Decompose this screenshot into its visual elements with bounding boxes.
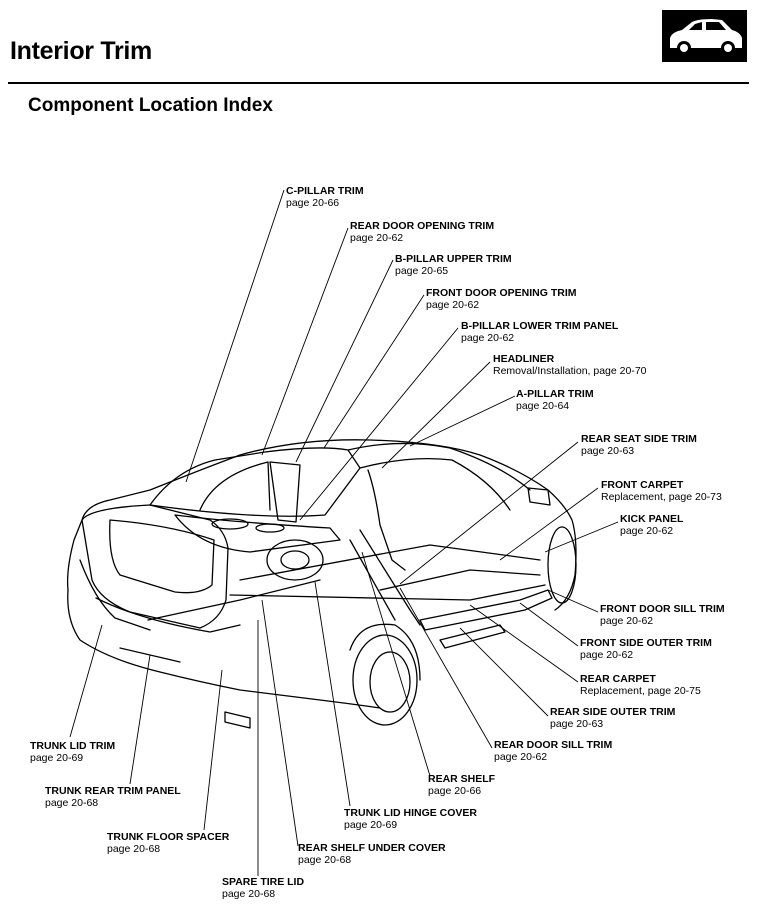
callout-name: KICK PANEL bbox=[620, 513, 684, 525]
callout-rear-door-sill-trim: REAR DOOR SILL TRIM page 20-62 bbox=[494, 739, 612, 763]
callout-headliner: HEADLINER Removal/Installation, page 20-… bbox=[493, 353, 647, 377]
callout-kick-panel: KICK PANEL page 20-62 bbox=[620, 513, 683, 537]
callout-name: REAR CARPET bbox=[580, 673, 656, 685]
callout-name: REAR DOOR OPENING TRIM bbox=[350, 220, 495, 232]
callout-name: REAR SEAT SIDE TRIM bbox=[581, 433, 697, 445]
callout-name: TRUNK REAR TRIM PANEL bbox=[45, 785, 181, 797]
callout-name: C-PILLAR TRIM bbox=[286, 185, 364, 197]
callout-name: REAR SIDE OUTER TRIM bbox=[550, 706, 676, 718]
callout-rear-shelf: REAR SHELF page 20-66 bbox=[428, 773, 495, 797]
callout-ref: page 20-68 bbox=[107, 843, 161, 855]
callout-name: HEADLINER bbox=[493, 353, 555, 365]
callout-name: REAR SHELF bbox=[428, 773, 496, 785]
callout-rear-seat-side-trim: REAR SEAT SIDE TRIM page 20-63 bbox=[581, 433, 697, 457]
callout-ref: page 20-62 bbox=[494, 751, 548, 763]
callout-ref: Replacement, page 20-73 bbox=[601, 491, 722, 503]
callout-ref: page 20-62 bbox=[580, 649, 634, 661]
section-title: Component Location Index bbox=[28, 95, 273, 116]
callout-ref: page 20-69 bbox=[30, 752, 84, 764]
callout-ref: page 20-62 bbox=[461, 332, 515, 344]
page-title: Interior Trim bbox=[10, 37, 152, 65]
callout-name: B-PILLAR UPPER TRIM bbox=[395, 253, 512, 265]
callout-ref: page 20-62 bbox=[350, 232, 404, 244]
car-sedan-icon bbox=[662, 10, 747, 62]
callout-spare-tire-lid: SPARE TIRE LID page 20-68 bbox=[222, 876, 304, 900]
callout-ref: page 20-68 bbox=[298, 854, 352, 866]
callout-ref: page 20-68 bbox=[222, 888, 276, 900]
callout-ref: page 20-66 bbox=[428, 785, 482, 797]
callout-rear-shelf-under-cover: REAR SHELF UNDER COVER page 20-68 bbox=[298, 842, 446, 866]
callout-name: REAR DOOR SILL TRIM bbox=[494, 739, 613, 751]
callout-name: FRONT CARPET bbox=[601, 479, 684, 491]
callout-ref: page 20-62 bbox=[620, 525, 674, 537]
callout-ref: page 20-64 bbox=[516, 400, 570, 412]
callout-front-carpet: FRONT CARPET Replacement, page 20-73 bbox=[601, 479, 722, 503]
callout-b-pillar-upper-trim: B-PILLAR UPPER TRIM page 20-65 bbox=[395, 253, 512, 277]
callout-a-pillar-trim: A-PILLAR TRIM page 20-64 bbox=[516, 388, 594, 412]
callout-b-pillar-lower-trim-panel: B-PILLAR LOWER TRIM PANEL page 20-62 bbox=[461, 320, 618, 344]
callout-name: B-PILLAR LOWER TRIM PANEL bbox=[461, 320, 619, 332]
title-rule bbox=[8, 82, 749, 84]
callout-rear-carpet: REAR CARPET Replacement, page 20-75 bbox=[580, 673, 701, 697]
callout-ref: page 20-62 bbox=[600, 615, 654, 627]
callout-ref: page 20-69 bbox=[344, 819, 398, 831]
callout-ref: Replacement, page 20-75 bbox=[580, 685, 701, 697]
callout-trunk-rear-trim-panel: TRUNK REAR TRIM PANEL page 20-68 bbox=[45, 785, 181, 809]
callout-ref: page 20-66 bbox=[286, 197, 340, 209]
callout-ref: page 20-68 bbox=[45, 797, 99, 809]
callout-trunk-lid-trim: TRUNK LID TRIM page 20-69 bbox=[30, 740, 115, 764]
callout-name: TRUNK LID TRIM bbox=[30, 740, 116, 752]
callout-trunk-lid-hinge-cover: TRUNK LID HINGE COVER page 20-69 bbox=[344, 807, 477, 831]
callout-name: TRUNK FLOOR SPACER bbox=[107, 831, 230, 843]
callout-front-door-opening-trim: FRONT DOOR OPENING TRIM page 20-62 bbox=[426, 287, 577, 311]
callout-c-pillar-trim: C-PILLAR TRIM page 20-66 bbox=[286, 185, 364, 209]
callout-front-side-outer-trim: FRONT SIDE OUTER TRIM page 20-62 bbox=[580, 637, 712, 661]
callout-front-door-sill-trim: FRONT DOOR SILL TRIM page 20-62 bbox=[600, 603, 725, 627]
callout-ref: page 20-62 bbox=[426, 299, 480, 311]
callout-name: A-PILLAR TRIM bbox=[516, 388, 594, 400]
callout-rear-side-outer-trim: REAR SIDE OUTER TRIM page 20-63 bbox=[550, 706, 675, 730]
callout-name: FRONT DOOR OPENING TRIM bbox=[426, 287, 577, 299]
callout-ref: page 20-65 bbox=[395, 265, 449, 277]
callout-rear-door-opening-trim: REAR DOOR OPENING TRIM page 20-62 bbox=[350, 220, 494, 244]
callout-ref: page 20-63 bbox=[550, 718, 604, 730]
callout-name: FRONT SIDE OUTER TRIM bbox=[580, 637, 712, 649]
callout-ref: page 20-63 bbox=[581, 445, 635, 457]
callout-trunk-floor-spacer: TRUNK FLOOR SPACER page 20-68 bbox=[107, 831, 229, 855]
callout-name: FRONT DOOR SILL TRIM bbox=[600, 603, 725, 615]
callout-name: REAR SHELF UNDER COVER bbox=[298, 842, 446, 854]
callout-name: SPARE TIRE LID bbox=[222, 876, 305, 888]
callout-ref: Removal/Installation, page 20-70 bbox=[493, 365, 647, 377]
callout-name: TRUNK LID HINGE COVER bbox=[344, 807, 478, 819]
